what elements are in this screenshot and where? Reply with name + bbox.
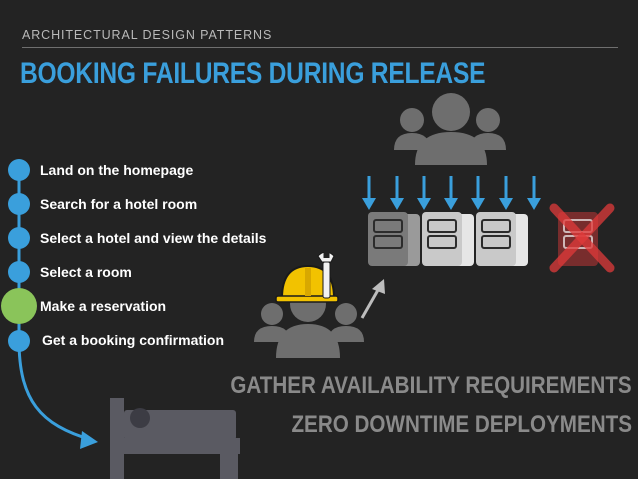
- page-title: BOOKING FAILURES DURING RELEASE: [20, 57, 486, 90]
- deployments-line: ZERO DOWNTIME DEPLOYMENTS: [291, 411, 632, 438]
- down-arrows: [362, 176, 541, 210]
- requirements-line: GATHER AVAILABILITY REQUIREMENTS: [230, 372, 632, 399]
- step-dot: [8, 193, 30, 215]
- down-arrow-icon: [499, 176, 513, 210]
- step-label: Select a room: [40, 264, 132, 280]
- step-label: Search for a hotel room: [40, 196, 198, 212]
- down-arrow-icon: [362, 176, 376, 210]
- down-arrow-icon: [527, 176, 541, 210]
- kicker: ARCHITECTURAL DESIGN PATTERNS: [22, 28, 273, 42]
- step-label: Get a booking confirmation: [42, 332, 225, 348]
- down-arrow-icon: [471, 176, 485, 210]
- down-arrow-icon: [390, 176, 404, 210]
- step-dot: [8, 227, 30, 249]
- construction-worker-icon: [254, 264, 364, 358]
- bed-icon: [110, 398, 240, 479]
- wrench-icon: [317, 250, 335, 299]
- down-arrow-icon: [444, 176, 458, 210]
- curved-arrow-icon: [17, 339, 93, 442]
- step-dot-active: [1, 288, 37, 324]
- header-rule: [22, 47, 618, 48]
- server-icon: [476, 212, 528, 266]
- curved-arrow-head: [80, 431, 98, 449]
- failed-server-icon: [549, 203, 615, 273]
- users-group-icon: [394, 93, 506, 165]
- up-arrow-icon: [360, 279, 385, 319]
- step-dot: [8, 261, 30, 283]
- step-label: Make a reservation: [40, 298, 167, 314]
- server-icon: [368, 212, 420, 266]
- step-label: Select a hotel and view the details: [40, 230, 267, 246]
- server-icon: [422, 212, 474, 266]
- step-dot: [8, 330, 30, 352]
- down-arrow-icon: [417, 176, 431, 210]
- step-dot: [8, 159, 30, 181]
- step-label: Land on the homepage: [40, 162, 194, 178]
